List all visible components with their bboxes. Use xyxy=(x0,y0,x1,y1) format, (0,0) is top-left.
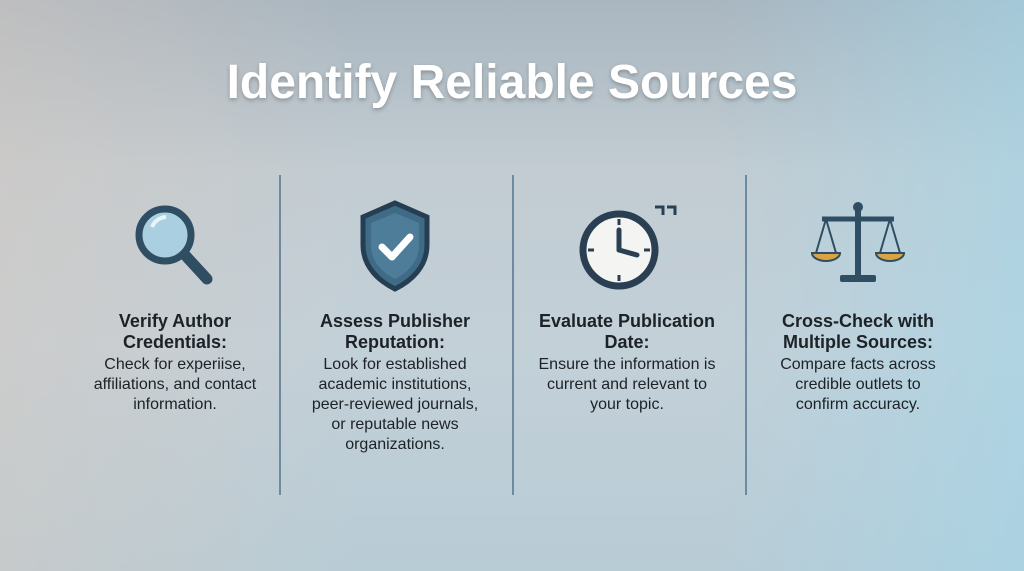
item-body: Compare facts across credible outlets to… xyxy=(780,356,936,413)
item-heading: Assess Publisher Reputation: xyxy=(319,311,471,352)
item-cross-check: Cross-Check with Multiple Sources: Compa… xyxy=(753,190,963,415)
item-publisher-reputation: Assess Publisher Reputation: Look for es… xyxy=(290,190,500,455)
item-body: Look for established academic institutio… xyxy=(311,356,479,453)
scales-icon xyxy=(753,190,963,300)
shield-check-icon xyxy=(290,190,500,300)
item-publication-date: Evaluate Publication Date: Ensure the in… xyxy=(522,190,732,415)
item-heading: Cross-Check with Multiple Sources: xyxy=(781,311,935,352)
item-heading: Verify Author Credentials: xyxy=(118,311,232,352)
magnifying-glass-icon xyxy=(70,190,280,300)
divider xyxy=(745,175,747,495)
divider xyxy=(279,175,281,495)
divider xyxy=(512,175,514,495)
item-verify-author: Verify Author Credentials: Check for exp… xyxy=(70,190,280,415)
clock-icon xyxy=(522,190,732,300)
item-body: Check for experiise, affiliations, and c… xyxy=(93,356,257,413)
page-title: Identify Reliable Sources xyxy=(226,56,798,109)
item-heading: Evaluate Publication Date: xyxy=(538,311,716,352)
item-body: Ensure the information is current and re… xyxy=(538,356,716,413)
